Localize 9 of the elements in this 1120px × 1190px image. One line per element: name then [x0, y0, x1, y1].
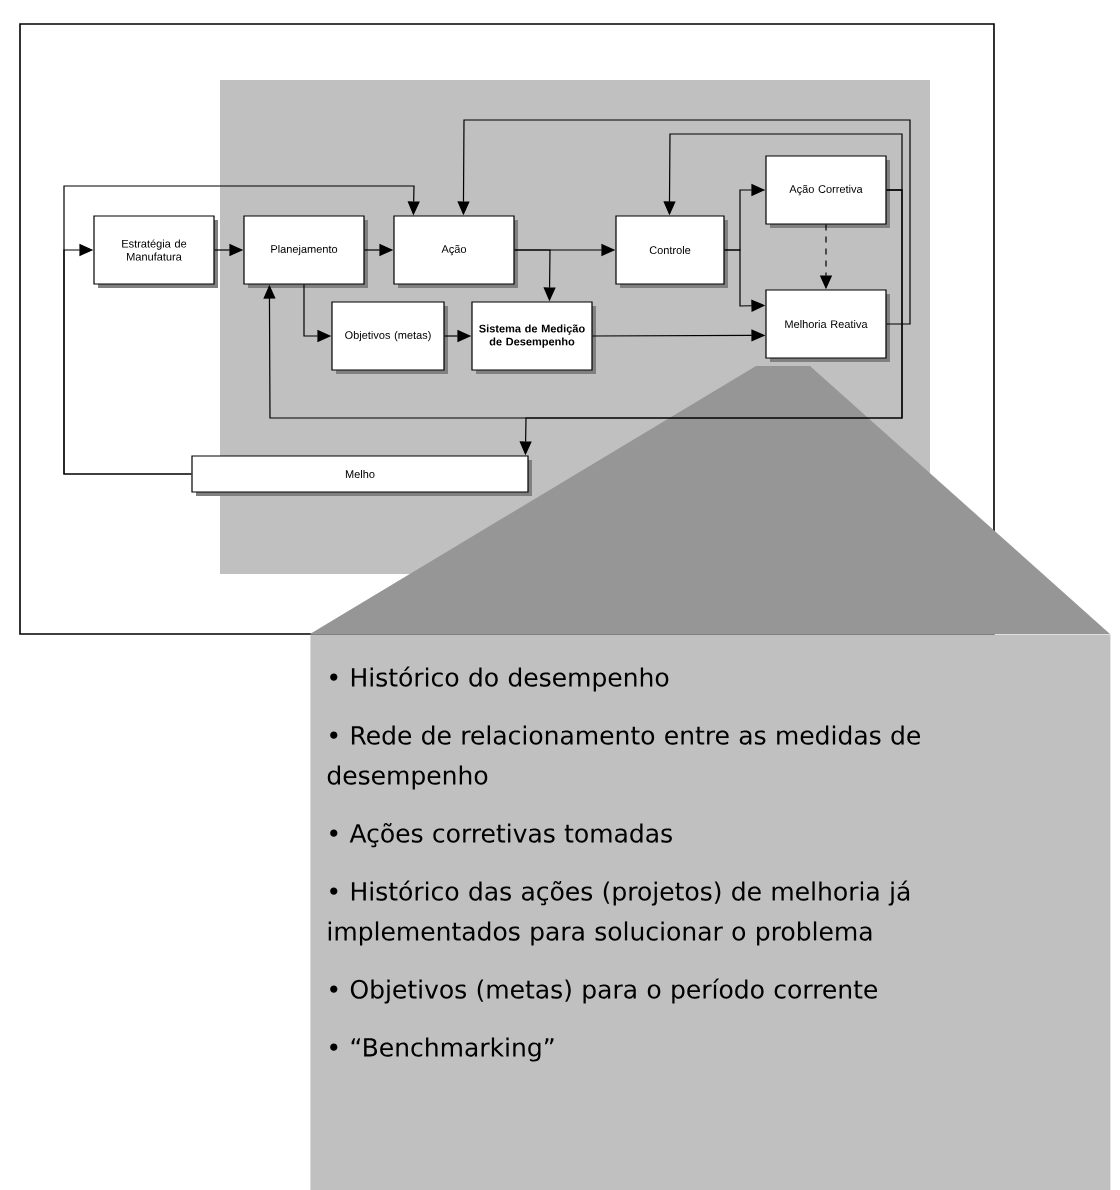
callout-box	[310, 366, 1111, 1190]
bullet-text: • Ações corretivas tomadas	[330, 823, 672, 848]
bullet-text: • Histórico do desempenho	[330, 666, 669, 692]
bullet-text: • Histórico das ações (projetos) de melhoria já implementados para solucionar o problema	[328, 880, 910, 946]
bullet-text: • Objetivos (metas) para o período corrente	[330, 978, 878, 1004]
arrow	[63, 185, 420, 475]
arrow	[457, 119, 911, 325]
bullet-text: • Rede de relacionamento entre as medidas de desempenho	[327, 725, 920, 790]
bullet-text: • “Benchmarking”	[330, 1037, 554, 1062]
